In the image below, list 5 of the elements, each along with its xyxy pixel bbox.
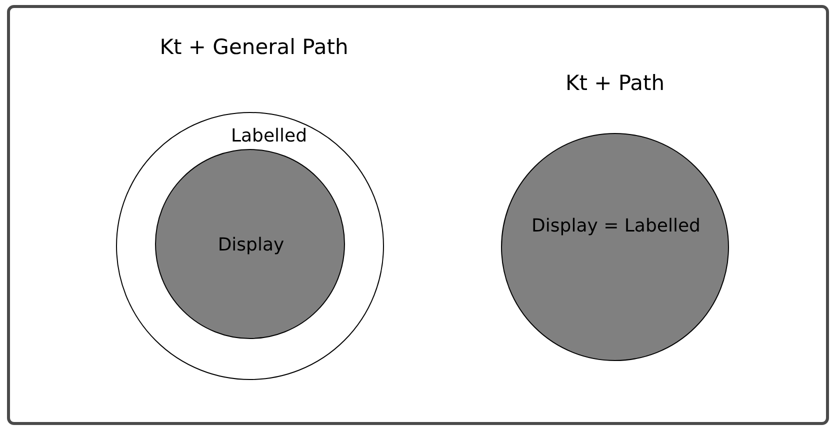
- set-label: Display: [218, 234, 284, 256]
- diagram-heading: Kt + Path: [565, 71, 665, 95]
- set-label: Labelled: [230, 126, 308, 146]
- set-label: Display = Labelled: [532, 216, 700, 236]
- diagram-heading: Kt + General Path: [160, 35, 348, 59]
